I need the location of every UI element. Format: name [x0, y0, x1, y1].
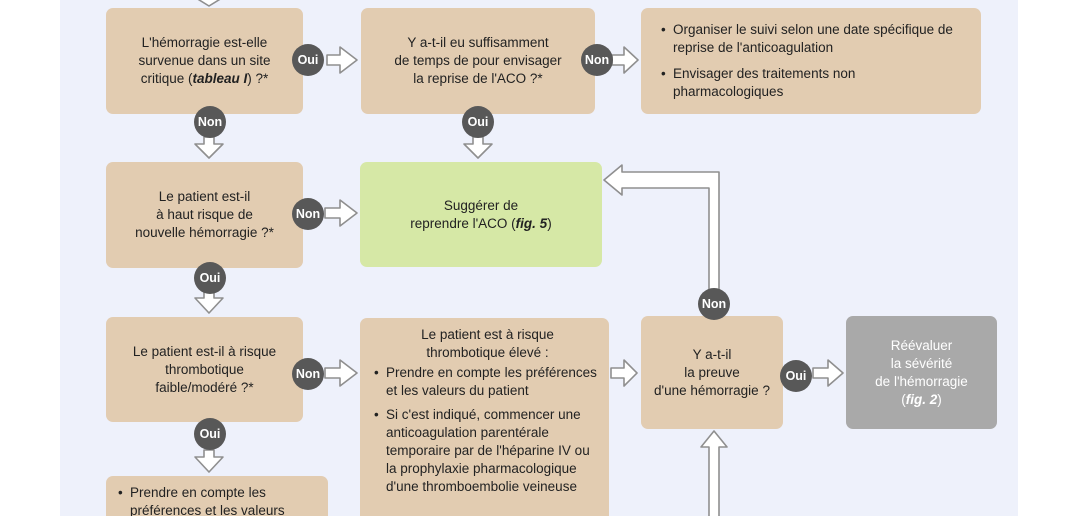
follow-up-box: Organiser le suivi selon une date spécif… [641, 8, 981, 114]
low-thrombotic-question: Le patient est-il à risque thrombotique … [106, 317, 303, 422]
reassess-line4: (fig. 2) [875, 391, 968, 409]
suggest-line2: reprendre l'ACO (fig. 5) [410, 215, 551, 233]
enough-time-line1: Y a-t-il eu suffisamment [407, 35, 549, 50]
right-margin [1018, 0, 1078, 516]
evidence-bleeding-question: Y a-t-il la preuve d'une hémorragie ? [641, 316, 783, 429]
arrow-entry [197, 0, 221, 7]
enough-time-line3: la reprise de l'ACO ?* [413, 71, 543, 86]
rebleed-line3: nouvelle hémorragie ?* [135, 225, 274, 240]
enough-time-question: Y a-t-il eu suffisamment de temps de pou… [361, 8, 595, 114]
badge-non: Non [292, 198, 324, 230]
high-thrombotic-title-line2: thrombotique élevé : [426, 345, 549, 360]
reassess-ref-post: ) [937, 391, 942, 407]
badge-non: Non [194, 106, 226, 138]
arrow-critical-non [194, 136, 224, 159]
bottom-left-list: Prendre en compte les préférences et les… [118, 484, 320, 516]
follow-up-item: Organiser le suivi selon une date spécif… [661, 21, 965, 57]
critical-site-line1: L'hémorragie est-elle [141, 35, 268, 50]
arrow-thrombotic-non [324, 359, 358, 387]
arrow-critical-oui [326, 46, 358, 74]
suggest-line1: Suggérer de [443, 197, 519, 213]
badge-non: Non [581, 44, 613, 76]
arrow-thrombotic-oui [194, 449, 224, 473]
arrow-evidence-oui [812, 359, 844, 387]
rebleed-line2: à haut risque de [156, 207, 253, 222]
figure-reference[interactable]: fig. 2 [905, 391, 938, 407]
follow-up-item: Envisager des traitements non pharmacolo… [661, 65, 965, 101]
arrow-to-evidence [610, 359, 638, 387]
thrombotic-line2: thrombotique [165, 361, 244, 377]
reassess-line3: de l'hémorragie [875, 373, 968, 389]
badge-non: Non [698, 288, 730, 320]
suggest-resume-box: Suggérer de reprendre l'ACO (fig. 5) [360, 162, 602, 267]
arrow-time-non [611, 46, 639, 74]
high-risk-rebleed-question: Le patient est-il à haut risque de nouve… [106, 162, 303, 268]
high-thrombotic-box: Le patient est à risque thrombotique éle… [360, 318, 609, 516]
high-thrombotic-item: Si c'est indiqué, commencer une anticoag… [374, 406, 601, 496]
badge-oui: Oui [462, 106, 494, 138]
critical-site-line3-post: ) ?* [247, 71, 269, 86]
evidence-line1: Y a-t-il [692, 346, 732, 362]
arrow-rebleed-oui [194, 290, 224, 314]
critical-site-line3-pre: critique ( [140, 71, 193, 86]
badge-oui: Oui [194, 262, 226, 294]
bottom-left-item: Prendre en compte les préférences et les… [118, 484, 320, 516]
high-thrombotic-item: Prendre en compte les préférences et les… [374, 364, 601, 400]
badge-oui: Oui [780, 360, 812, 392]
arrow-rebleed-non [324, 199, 358, 227]
figure-reference[interactable]: fig. 5 [515, 215, 548, 231]
critical-site-line2: survenue dans un site [138, 53, 271, 68]
reassess-box: Réévaluer la sévérité de l'hémorragie (f… [846, 316, 997, 429]
suggest-line2-pre: reprendre l'ACO ( [410, 215, 516, 231]
evidence-line2: la preuve [684, 364, 740, 380]
high-thrombotic-list: Prendre en compte les préférences et les… [374, 364, 601, 496]
high-thrombotic-title-line1: Le patient est à risque [421, 327, 554, 342]
thrombotic-line3: faible/modéré ?* [155, 379, 254, 395]
badge-oui: Oui [292, 44, 324, 76]
badge-non: Non [292, 358, 324, 390]
suggest-line2-post: ) [547, 215, 552, 231]
rebleed-line1: Le patient est-il [158, 189, 251, 204]
bottom-left-box: Prendre en compte les préférences et les… [106, 476, 328, 516]
reassess-line2: la sévérité [890, 355, 953, 371]
high-thrombotic-title: Le patient est à risque thrombotique éle… [374, 326, 601, 362]
reassess-line1: Réévaluer [890, 337, 953, 353]
arrow-evidence-non [603, 164, 720, 313]
table-reference[interactable]: tableau I [192, 71, 248, 86]
left-margin [0, 0, 60, 516]
enough-time-line2: de temps de pour envisager [394, 53, 562, 68]
thrombotic-line1: Le patient est-il à risque [132, 343, 277, 359]
arrow-bottom-up [700, 430, 728, 516]
evidence-line3: d'une hémorragie ? [654, 382, 770, 398]
badge-oui: Oui [194, 418, 226, 450]
arrow-time-oui [463, 136, 493, 159]
critical-site-question: L'hémorragie est-elle survenue dans un s… [106, 8, 303, 114]
critical-site-line3: critique (tableau I) ?* [138, 70, 270, 88]
follow-up-list: Organiser le suivi selon une date spécif… [661, 21, 965, 101]
reassess-ref-pre: ( [901, 391, 906, 407]
